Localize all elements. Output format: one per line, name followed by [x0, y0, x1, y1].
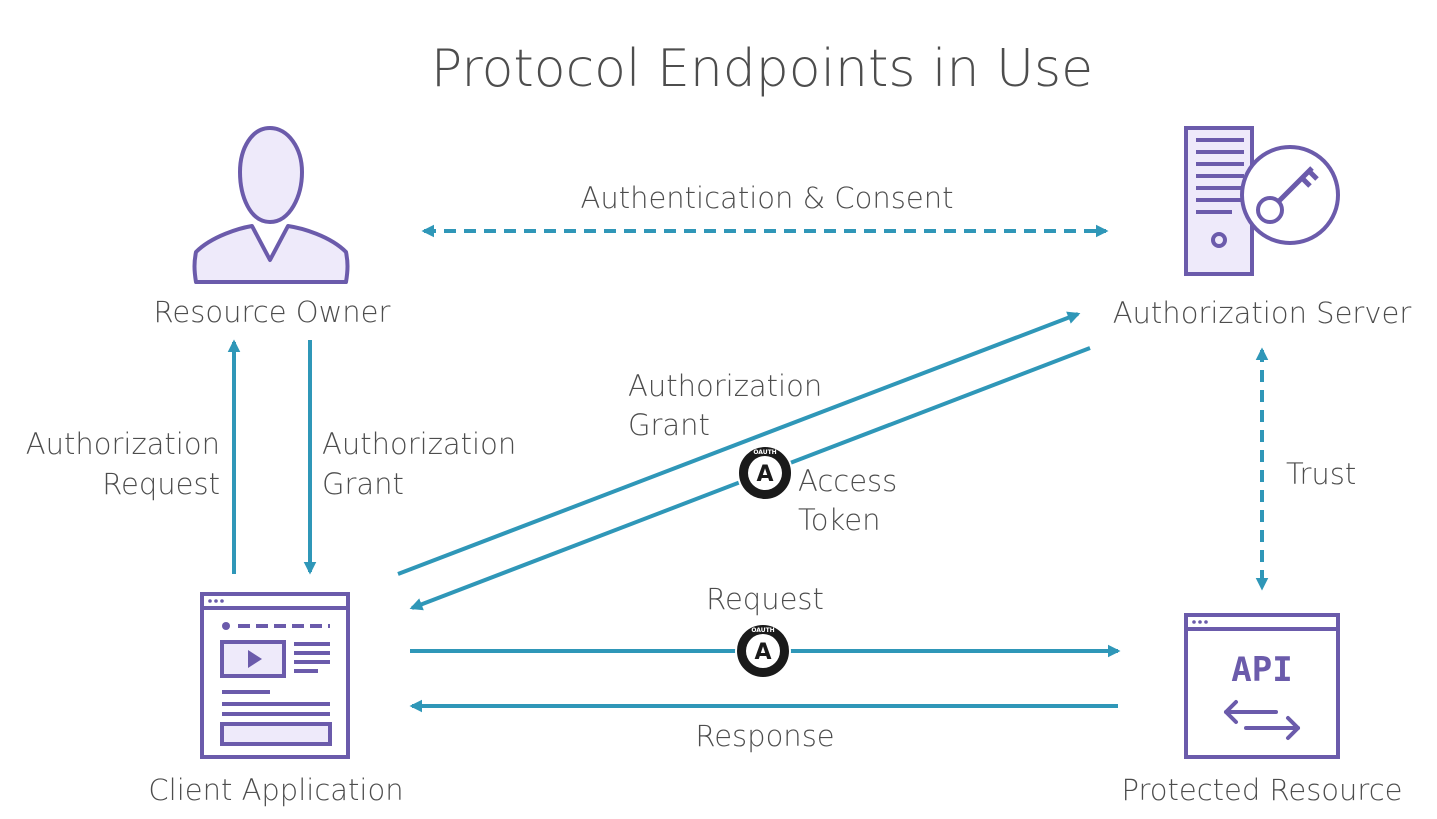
auth-consent-label: Authentication & Consent — [580, 181, 953, 215]
oauth-token-icon: A OAUTH — [737, 445, 793, 501]
auth-grant-server-label-line1: Authorization — [628, 369, 822, 403]
page-title: Protocol Endpoints in Use — [431, 39, 1093, 99]
oauth-token-letter: A — [754, 640, 771, 665]
auth-grant-owner-label-line1: Authorization — [322, 427, 516, 461]
api-icon-text: API — [1231, 650, 1292, 690]
auth-grant-server-arrow — [397, 311, 1081, 576]
protected-resource-label: Protected Resource — [1122, 773, 1403, 807]
auth-grant-server-label-line2: Grant — [628, 408, 710, 442]
auth-request-label-line2: Request — [102, 467, 220, 501]
server-key-icon — [1184, 126, 1340, 276]
oauth-token-ring-text: OAUTH — [751, 627, 774, 634]
access-token-label-line2: Token — [798, 503, 881, 537]
oauth-token-icon: A OAUTH — [735, 623, 791, 679]
oauth-token-letter: A — [756, 462, 773, 487]
request-label: Request — [706, 582, 824, 616]
access-token-label-line1: Access — [798, 464, 897, 498]
auth-grant-owner-label-line2: Grant — [322, 467, 404, 501]
trust-label: Trust — [1286, 457, 1356, 491]
resource-owner-label: Resource Owner — [154, 295, 391, 329]
oauth-token-ring-text: OAUTH — [753, 449, 776, 456]
api-window-icon: API — [1184, 613, 1340, 759]
client-application-label: Client Application — [148, 773, 403, 807]
response-label: Response — [695, 719, 834, 753]
authorization-server-label: Authorization Server — [1113, 296, 1412, 330]
browser-window-icon — [200, 592, 350, 759]
person-icon — [192, 126, 350, 284]
auth-request-label-line1: Authorization — [26, 427, 220, 461]
